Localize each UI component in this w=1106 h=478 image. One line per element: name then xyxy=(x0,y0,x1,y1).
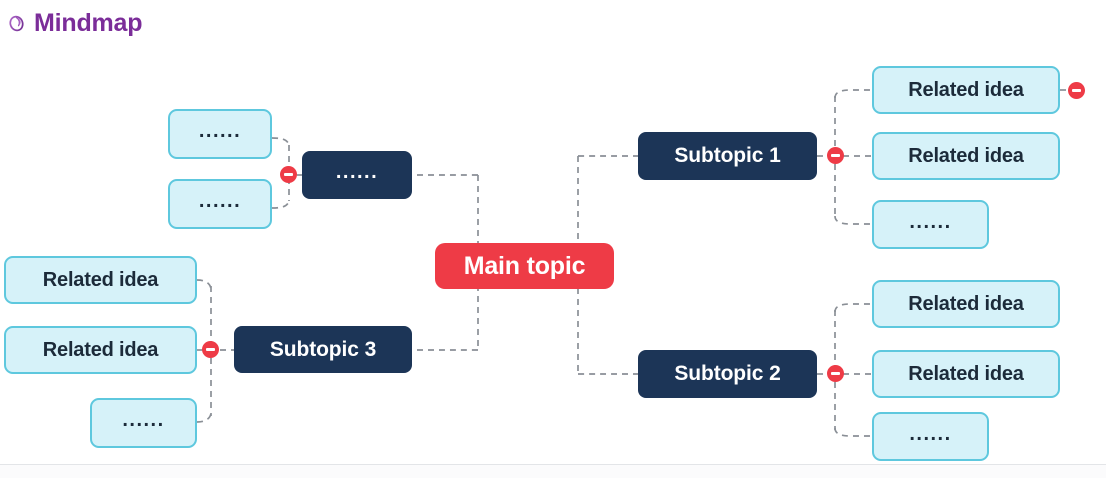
node-subtopic-2-child-1[interactable]: Related idea xyxy=(872,280,1060,328)
node-subtopic-1-child-1[interactable]: Related idea xyxy=(872,66,1060,114)
collapse-handle-subtopic-3[interactable] xyxy=(202,341,219,358)
node-subtopic-2[interactable]: Subtopic 2 xyxy=(638,350,817,398)
node-subtopic-1[interactable]: Subtopic 1 xyxy=(638,132,817,180)
bottom-strip xyxy=(0,465,1106,478)
node-subtopic-3-child-3[interactable]: ...... xyxy=(90,398,197,448)
node-label: Main topic xyxy=(463,251,586,280)
node-label: ...... xyxy=(335,161,379,183)
node-label: Related idea xyxy=(908,292,1024,315)
node-main-topic[interactable]: Main topic xyxy=(435,243,614,289)
node-label: Related idea xyxy=(42,268,159,291)
node-subtopic-1-child-3[interactable]: ...... xyxy=(872,200,989,249)
node-subtopic-3[interactable]: Subtopic 3 xyxy=(234,326,412,373)
node-subtopic-1-child-2[interactable]: Related idea xyxy=(872,132,1060,180)
bottom-divider xyxy=(0,464,1106,465)
collapse-handle-subtopic-2[interactable] xyxy=(827,365,844,382)
node-label: Related idea xyxy=(908,144,1024,167)
node-top-left-child-2[interactable]: ...... xyxy=(168,179,272,229)
node-label: ...... xyxy=(909,210,952,233)
node-subtopic-3-child-1[interactable]: Related idea xyxy=(4,256,197,304)
node-label: Related idea xyxy=(908,362,1024,385)
node-label: ...... xyxy=(909,422,952,445)
collapse-handle-subtopic-1[interactable] xyxy=(827,147,844,164)
node-label: ...... xyxy=(198,190,242,212)
node-subtopic-2-child-3[interactable]: ...... xyxy=(872,412,989,461)
spiral-circle-icon xyxy=(9,15,24,31)
mindmap-canvas[interactable]: Main topic ...... ...... ...... Subtopic… xyxy=(0,46,1106,464)
node-top-left-branch-root[interactable]: ...... xyxy=(302,151,412,199)
node-top-left-child-1[interactable]: ...... xyxy=(168,109,272,159)
collapse-handle-subtopic-1-child-1[interactable] xyxy=(1068,82,1085,99)
node-label: Related idea xyxy=(908,78,1024,101)
node-label: Subtopic 3 xyxy=(269,337,377,361)
collapse-handle-top-left-branch[interactable] xyxy=(280,166,297,183)
node-label: Subtopic 2 xyxy=(674,362,781,385)
node-label: Subtopic 1 xyxy=(674,144,781,167)
node-label: Related idea xyxy=(42,338,159,361)
page-header: Mindmap xyxy=(0,0,1106,46)
node-label: ...... xyxy=(198,120,242,142)
node-label: ...... xyxy=(122,409,165,431)
node-subtopic-3-child-2[interactable]: Related idea xyxy=(4,326,197,374)
page-title: Mindmap xyxy=(34,8,143,37)
node-subtopic-2-child-2[interactable]: Related idea xyxy=(872,350,1060,398)
